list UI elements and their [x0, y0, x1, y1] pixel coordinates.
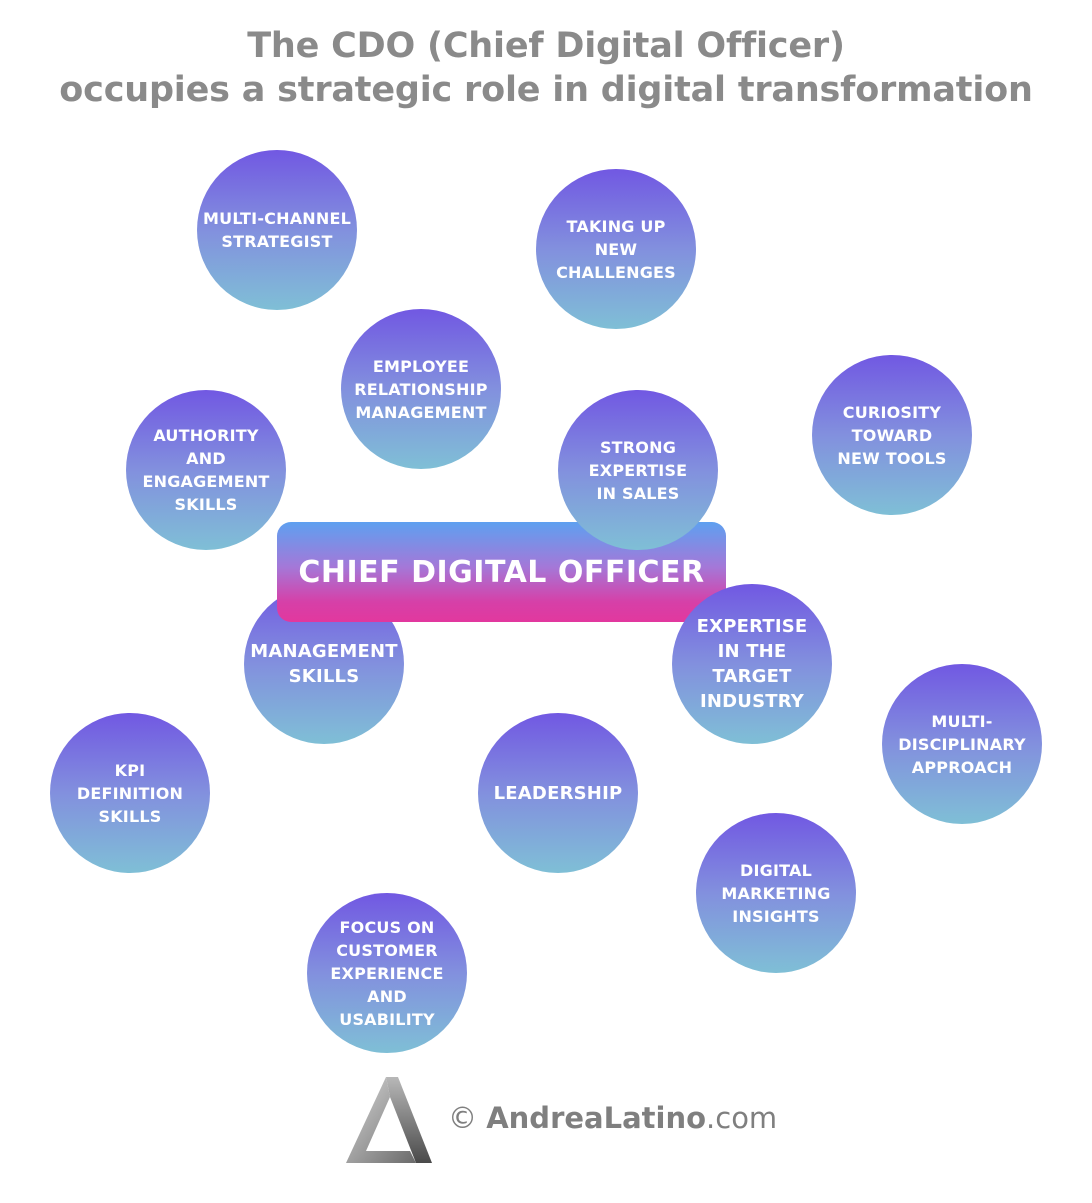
title-line-1: The CDO (Chief Digital Officer) [247, 26, 845, 66]
bubble-label: KPI DEFINITION SKILLS [76, 760, 184, 826]
central-role-label: CHIEF DIGITAL OFFICER [298, 554, 705, 590]
footer-credit: © AndreaLatino.com [340, 1075, 780, 1165]
andrea-latino-logo-icon [346, 1077, 432, 1163]
bubble-expertise-in-target-industry: EXPERTISE IN THE TARGET INDUSTRY [672, 584, 832, 744]
diagram-title: The CDO (Chief Digital Officer) occupies… [0, 24, 1092, 112]
copyright-symbol: © [448, 1101, 477, 1135]
bubble-label: STRONG EXPERTISE IN SALES [588, 437, 688, 503]
bubble-label: EXPERTISE IN THE TARGET INDUSTRY [696, 616, 808, 712]
bubble-label: MULTI-CHANNEL STRATEGIST [203, 209, 351, 251]
bubble-curiosity-toward-new-tools: CURIOSITY TOWARD NEW TOOLS [812, 355, 972, 515]
bubble-label: MANAGEMENT SKILLS [250, 641, 398, 687]
bubble-taking-up-new-challenges: TAKING UP NEW CHALLENGES [536, 169, 696, 329]
bubble-label: MULTI- DISCIPLINARY APPROACH [898, 711, 1026, 777]
bubble-employee-relationship-management: EMPLOYEE RELATIONSHIP MANAGEMENT [341, 309, 501, 469]
bubble-label: TAKING UP NEW CHALLENGES [556, 216, 676, 282]
bubble-label: FOCUS ON CUSTOMER EXPERIENCE AND USABILI… [330, 917, 444, 1029]
brand-name: AndreaLatino [486, 1101, 707, 1135]
bubble-label: EMPLOYEE RELATIONSHIP MANAGEMENT [354, 356, 488, 422]
bubble-label: DIGITAL MARKETING INSIGHTS [721, 860, 831, 926]
bubble-strong-expertise-in-sales: STRONG EXPERTISE IN SALES [558, 390, 718, 550]
bubble-kpi-definition-skills: KPI DEFINITION SKILLS [50, 713, 210, 873]
bubble-digital-marketing-insights: DIGITAL MARKETING INSIGHTS [696, 813, 856, 973]
bubble-label: LEADERSHIP [493, 782, 623, 804]
credit-text: © AndreaLatino.com [448, 1101, 777, 1135]
title-line-2: occupies a strategic role in digital tra… [59, 70, 1033, 110]
bubble-multi-channel-strategist: MULTI-CHANNEL STRATEGIST [197, 150, 357, 310]
bubble-multidisciplinary-approach: MULTI- DISCIPLINARY APPROACH [882, 664, 1042, 824]
bubble-label: CURIOSITY TOWARD NEW TOOLS [837, 402, 947, 468]
bubble-focus-on-customer-experience: FOCUS ON CUSTOMER EXPERIENCE AND USABILI… [307, 893, 467, 1053]
bubble-leadership: LEADERSHIP [478, 713, 638, 873]
bubble-authority-and-engagement-skills: AUTHORITY AND ENGAGEMENT SKILLS [126, 390, 286, 550]
brand-domain: .com [706, 1101, 778, 1135]
bubble-label: AUTHORITY AND ENGAGEMENT SKILLS [142, 426, 270, 514]
